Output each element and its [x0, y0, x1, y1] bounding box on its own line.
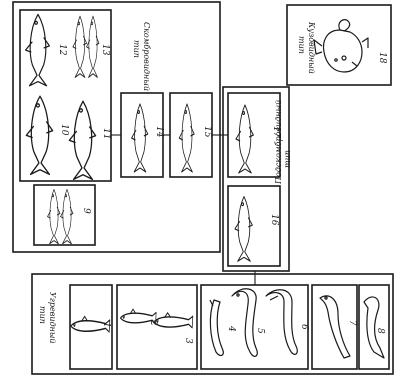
label-13: 13 — [100, 44, 110, 56]
fish-17-drawing — [236, 105, 254, 173]
label-1: 1 — [101, 322, 111, 328]
scombroid-inner-box — [20, 10, 111, 181]
fish-10-drawing — [26, 96, 52, 174]
label-2: 2 — [148, 319, 158, 326]
fish-15-drawing — [179, 104, 194, 172]
fish-13-drawing — [73, 16, 99, 77]
fish-9-drawing — [48, 189, 74, 243]
group-label-anguilliform: Угревидный — [48, 292, 57, 344]
fish-11-drawing — [69, 101, 95, 179]
label-14: 14 — [154, 126, 164, 138]
group-label-subscombroid-type: тип — [283, 150, 292, 168]
label-5: 5 — [255, 328, 265, 334]
group-label-puffer-type: тип — [297, 36, 306, 54]
label-7: 7 — [347, 320, 357, 326]
fish-18-puffer-drawing — [314, 20, 368, 72]
group-label-scombroid: Скомбровидный — [142, 22, 151, 91]
fish-14-drawing — [132, 104, 148, 172]
label-11: 11 — [101, 128, 111, 139]
group-label-anguilliform-type: тип — [38, 306, 47, 324]
label-4: 4 — [226, 325, 236, 332]
label-12: 12 — [57, 44, 67, 56]
fish-6-drawing — [266, 290, 297, 355]
label-15: 15 — [202, 126, 212, 138]
label-16: 16 — [269, 214, 279, 226]
label-6: 6 — [299, 324, 309, 330]
fish-5-drawing — [232, 289, 257, 357]
label-9: 9 — [81, 208, 91, 214]
fish-12-drawing — [26, 14, 50, 85]
scombroid-group-frame — [13, 2, 220, 252]
group-label-subscombroid: Подскомбровидный — [274, 100, 283, 185]
label-3: 3 — [183, 338, 193, 344]
label-10: 10 — [59, 124, 69, 136]
fish-16-drawing — [235, 197, 253, 262]
fish-7-drawing — [320, 296, 350, 358]
species-9-box — [34, 185, 95, 245]
label-8: 8 — [375, 328, 385, 334]
group-label-scombroid-type: тип — [132, 40, 141, 58]
species-16-box — [228, 186, 280, 266]
label-18: 18 — [377, 52, 387, 64]
fish-3-drawing — [154, 313, 193, 328]
fish-4-drawing — [210, 300, 223, 355]
species-2-3-box — [117, 285, 197, 369]
group-label-puffer: Кузовидный — [307, 21, 316, 74]
